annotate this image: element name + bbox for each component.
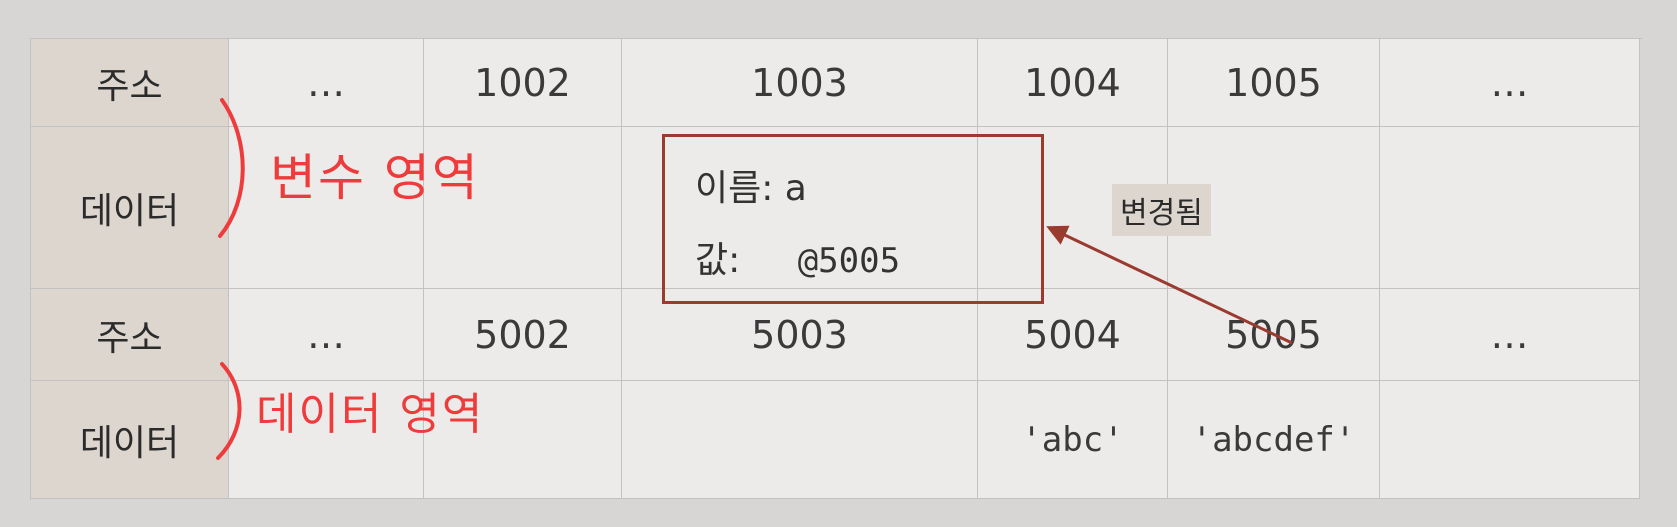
address-cell: … [229,289,424,381]
variable-value: @5005 [797,241,901,281]
address-cell: 5002 [424,289,622,381]
variable-value-label: 값: [695,240,741,281]
variable-area-bracket [218,98,245,238]
arrow-line [1046,225,1293,345]
row-header-data: 데이터 [31,127,229,289]
data-cell [622,127,978,289]
variable-box: 이름: a 값: @5005 [662,134,1044,304]
address-cell: 1003 [622,39,978,127]
data-cell [229,127,424,289]
row-header-address: 주소 [31,289,229,381]
address-cell: 1005 [1168,39,1380,127]
address-cell: … [1380,289,1640,381]
address-cell: … [1380,39,1640,127]
data-cell: 'abc' [978,381,1168,499]
memory-table: 주소 … 1002 1003 1004 1005 … 데이터 주소 … 5002… [30,38,1642,500]
variable-name: 이름: a [695,168,807,209]
row-header-address: 주소 [31,39,229,127]
row-header-data: 데이터 [31,381,229,499]
changed-badge: 변경됨 [1112,184,1211,236]
address-cell: 5004 [978,289,1168,381]
address-cell: 1002 [424,39,622,127]
data-cell [424,381,622,499]
address-cell: … [229,39,424,127]
data-area-annotation: 데이터 영역 [256,389,485,440]
data-cell: 'abcdef' [1168,381,1380,499]
variable-value-row: 값: @5005 [695,231,900,283]
data-cell [229,381,424,499]
address-cell: 1004 [978,39,1168,127]
data-cell [424,127,622,289]
data-cell [1380,381,1640,499]
data-cell [622,381,978,499]
address-cell: 5003 [622,289,978,381]
data-area-bracket [216,362,242,460]
data-cell [1380,127,1640,289]
variable-area-annotation: 변수 영역 [270,149,480,207]
